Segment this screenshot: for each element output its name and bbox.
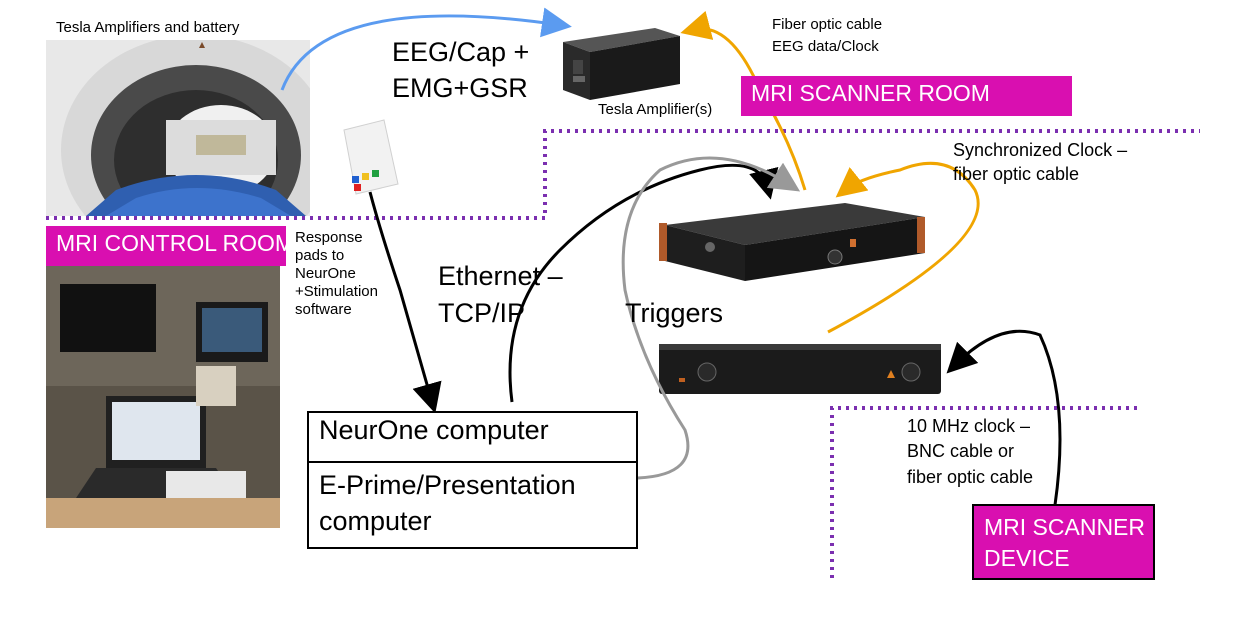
response-pads-label: Response pads to NeurOne +Stimulation so… — [295, 229, 378, 319]
clock-label-line1: 10 MHz clock – — [907, 416, 1031, 436]
amplifier-photo — [555, 20, 685, 105]
tesla-amplifier-label: Tesla Amplifier(s) — [598, 101, 713, 118]
ethernet-label-line2: TCP/IP — [438, 298, 526, 328]
response-pad-photo — [340, 118, 402, 198]
mri-scanner-room-label: MRI SCANNER ROOM — [741, 76, 1072, 116]
marker-triangle — [199, 42, 205, 48]
device-border — [830, 406, 1140, 578]
response-label-line3: NeurOne — [295, 265, 356, 282]
sync-clock-label-line1: Synchronized Clock – — [953, 140, 1128, 160]
fiber-label-line1: Fiber optic cable — [772, 16, 883, 33]
neurone-computer-label: NeurOne computer — [319, 415, 549, 445]
mri-control-room-label: MRI CONTROL ROOM — [46, 226, 294, 266]
eeg-label-line2: EMG+GSR — [392, 73, 528, 103]
tesla-amplifiers-battery-label: Tesla Amplifiers and battery — [56, 19, 240, 36]
eprime-computer-box: E-Prime/Presentation computer — [307, 461, 638, 549]
response-label-line4: +Stimulation — [295, 283, 378, 300]
ethernet-cable — [508, 163, 779, 403]
trigger-cable — [621, 156, 801, 480]
orange-sync-arrow — [827, 161, 980, 334]
response-label-line1: Response — [295, 229, 363, 246]
clock-cable — [946, 329, 1062, 506]
clock-label-line3: fiber optic cable — [907, 467, 1034, 487]
mri-scanner-device-box: MRI SCANNER DEVICE — [972, 504, 1155, 580]
response-label-line5: software — [295, 301, 352, 318]
eeg-label-line1: EEG/Cap + — [392, 37, 530, 67]
response-label-line2: pads to — [295, 247, 345, 264]
fiber-label-line2: EEG data/Clock — [772, 38, 879, 55]
control-room-photo — [46, 266, 280, 528]
triggers-label: Triggers — [625, 298, 724, 328]
scanner-device-label-line2: DEVICE — [984, 545, 1070, 572]
eprime-label-line1: E-Prime/Presentation — [319, 470, 576, 500]
neurone-main-unit — [655, 195, 930, 285]
scanner-device-label-line1: MRI SCANNER — [984, 514, 1146, 540]
sync-box-unit — [655, 338, 945, 398]
neurone-computer-box: NeurOne computer — [307, 411, 638, 463]
blue-arrow — [280, 7, 572, 91]
response-cable — [368, 191, 442, 414]
clock-label-line2: BNC cable or — [907, 441, 1015, 461]
scanner-room-border — [46, 129, 1200, 220]
eprime-label-line2: computer — [319, 506, 432, 537]
mri-bore-photo — [46, 40, 310, 216]
ethernet-label-line1: Ethernet – — [438, 261, 563, 291]
sync-clock-label-line2: fiber optic cable — [953, 164, 1080, 184]
